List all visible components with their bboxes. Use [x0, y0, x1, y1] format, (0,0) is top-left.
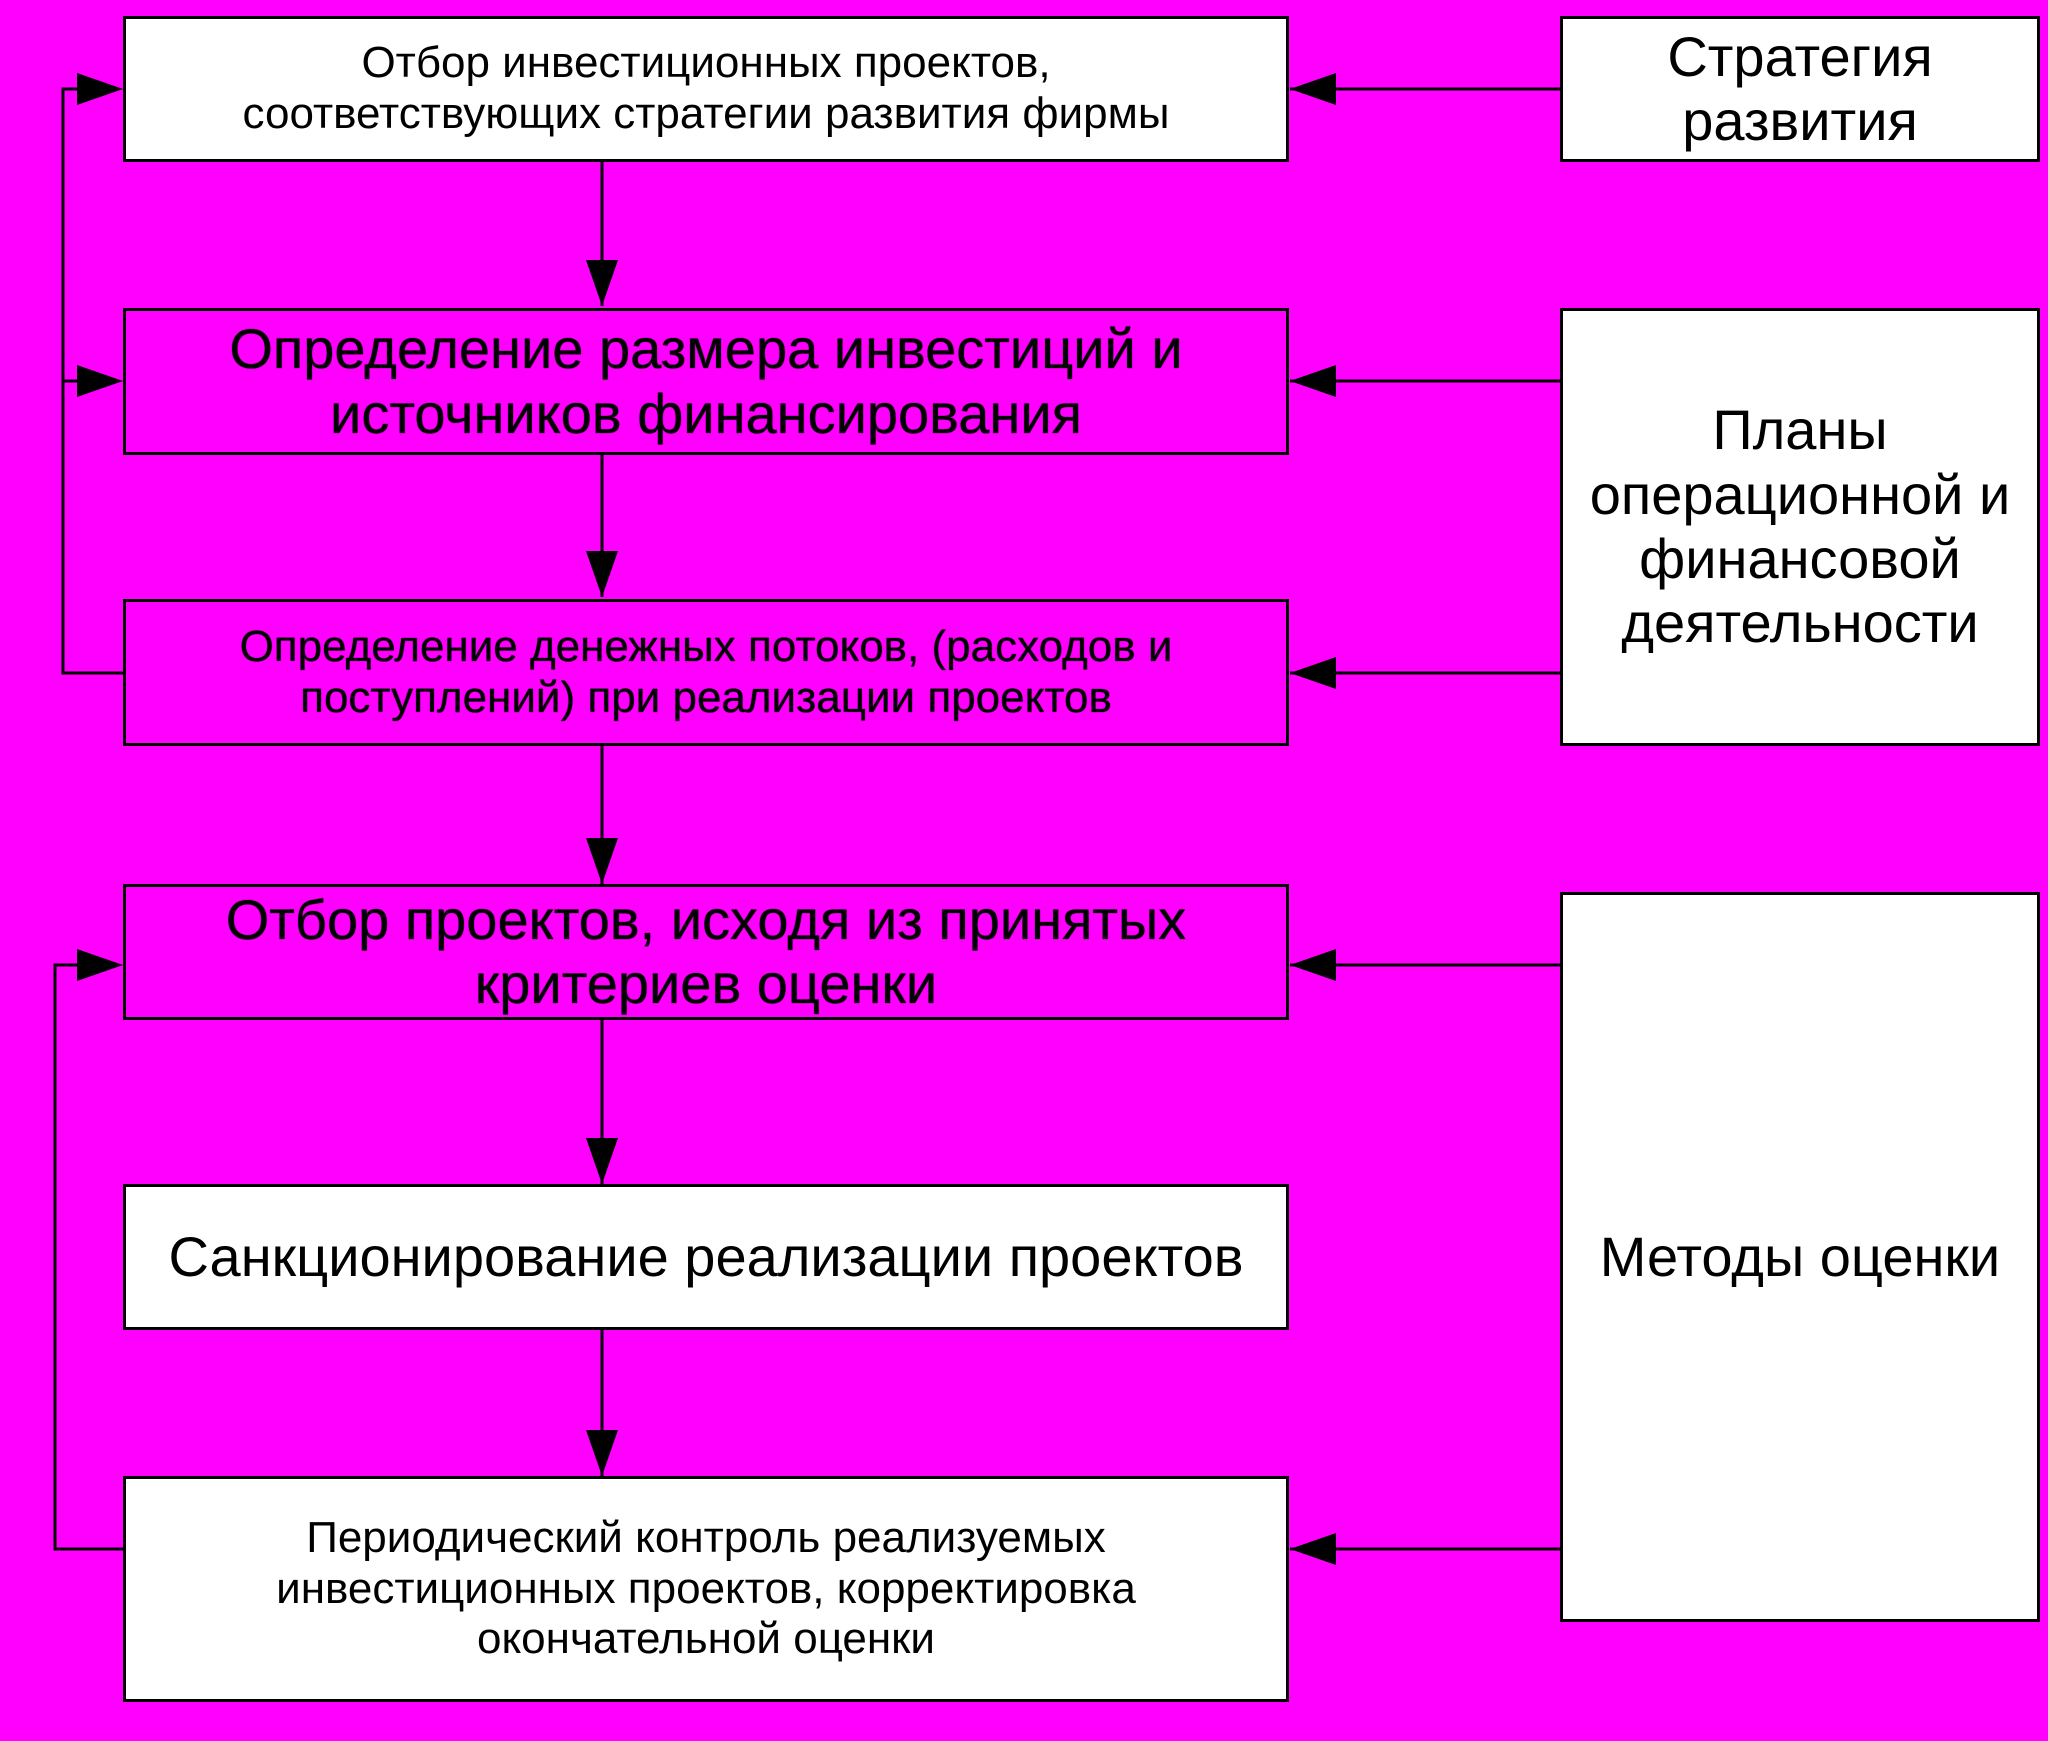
input-strategy: Стратегия развития [1560, 16, 2040, 162]
process-step-6-text: Периодический контроль реализуемых инвес… [276, 1513, 1136, 1664]
arrowhead-down-3 [586, 838, 618, 884]
process-step-6: Периодический контроль реализуемых инвес… [123, 1476, 1289, 1702]
input-methods: Методы оценки [1560, 892, 2040, 1622]
arrowhead-down-4 [586, 1138, 618, 1184]
arrowhead-down-5 [586, 1430, 618, 1476]
arrowhead-left-3 [1290, 657, 1336, 689]
input-strategy-text: Стратегия развития [1667, 24, 1933, 152]
input-methods-text: Методы оценки [1599, 1224, 2001, 1288]
process-step-4-text: Отбор проектов, исходя из принятых крите… [225, 887, 1187, 1015]
arrowhead-left-4 [1290, 949, 1336, 981]
process-step-3: Определение денежных потоков, (расходов … [123, 599, 1289, 746]
process-step-1-text: Отбор инвестиционных проектов, соответст… [242, 38, 1170, 138]
arrowhead-right-1 [77, 73, 123, 105]
process-step-5-text: Санкционирование реализации проектов [168, 1224, 1244, 1288]
process-step-5: Санкционирование реализации проектов [123, 1184, 1289, 1330]
arrowhead-right-2 [77, 365, 123, 397]
process-step-2-text: Определение размера инвестиций и источни… [229, 317, 1183, 445]
process-step-3-text: Определение денежных потоков, (расходов … [239, 621, 1173, 722]
arrowhead-right-3 [77, 949, 123, 981]
arrowhead-down-1 [586, 260, 618, 306]
arrowhead-left-1 [1290, 73, 1336, 105]
process-step-4: Отбор проектов, исходя из принятых крите… [123, 884, 1289, 1020]
process-step-1: Отбор инвестиционных проектов, соответст… [123, 16, 1289, 162]
arrowhead-down-2 [586, 551, 618, 597]
arrowhead-left-2 [1290, 365, 1336, 397]
input-plans: Планы операционной и финансовой деятельн… [1560, 308, 2040, 746]
process-step-2: Определение размера инвестиций и источни… [123, 308, 1289, 455]
arrowhead-left-5 [1290, 1533, 1336, 1565]
input-plans-text: Планы операционной и финансовой деятельн… [1589, 398, 2011, 655]
feedback-line-step6 [53, 963, 123, 1551]
